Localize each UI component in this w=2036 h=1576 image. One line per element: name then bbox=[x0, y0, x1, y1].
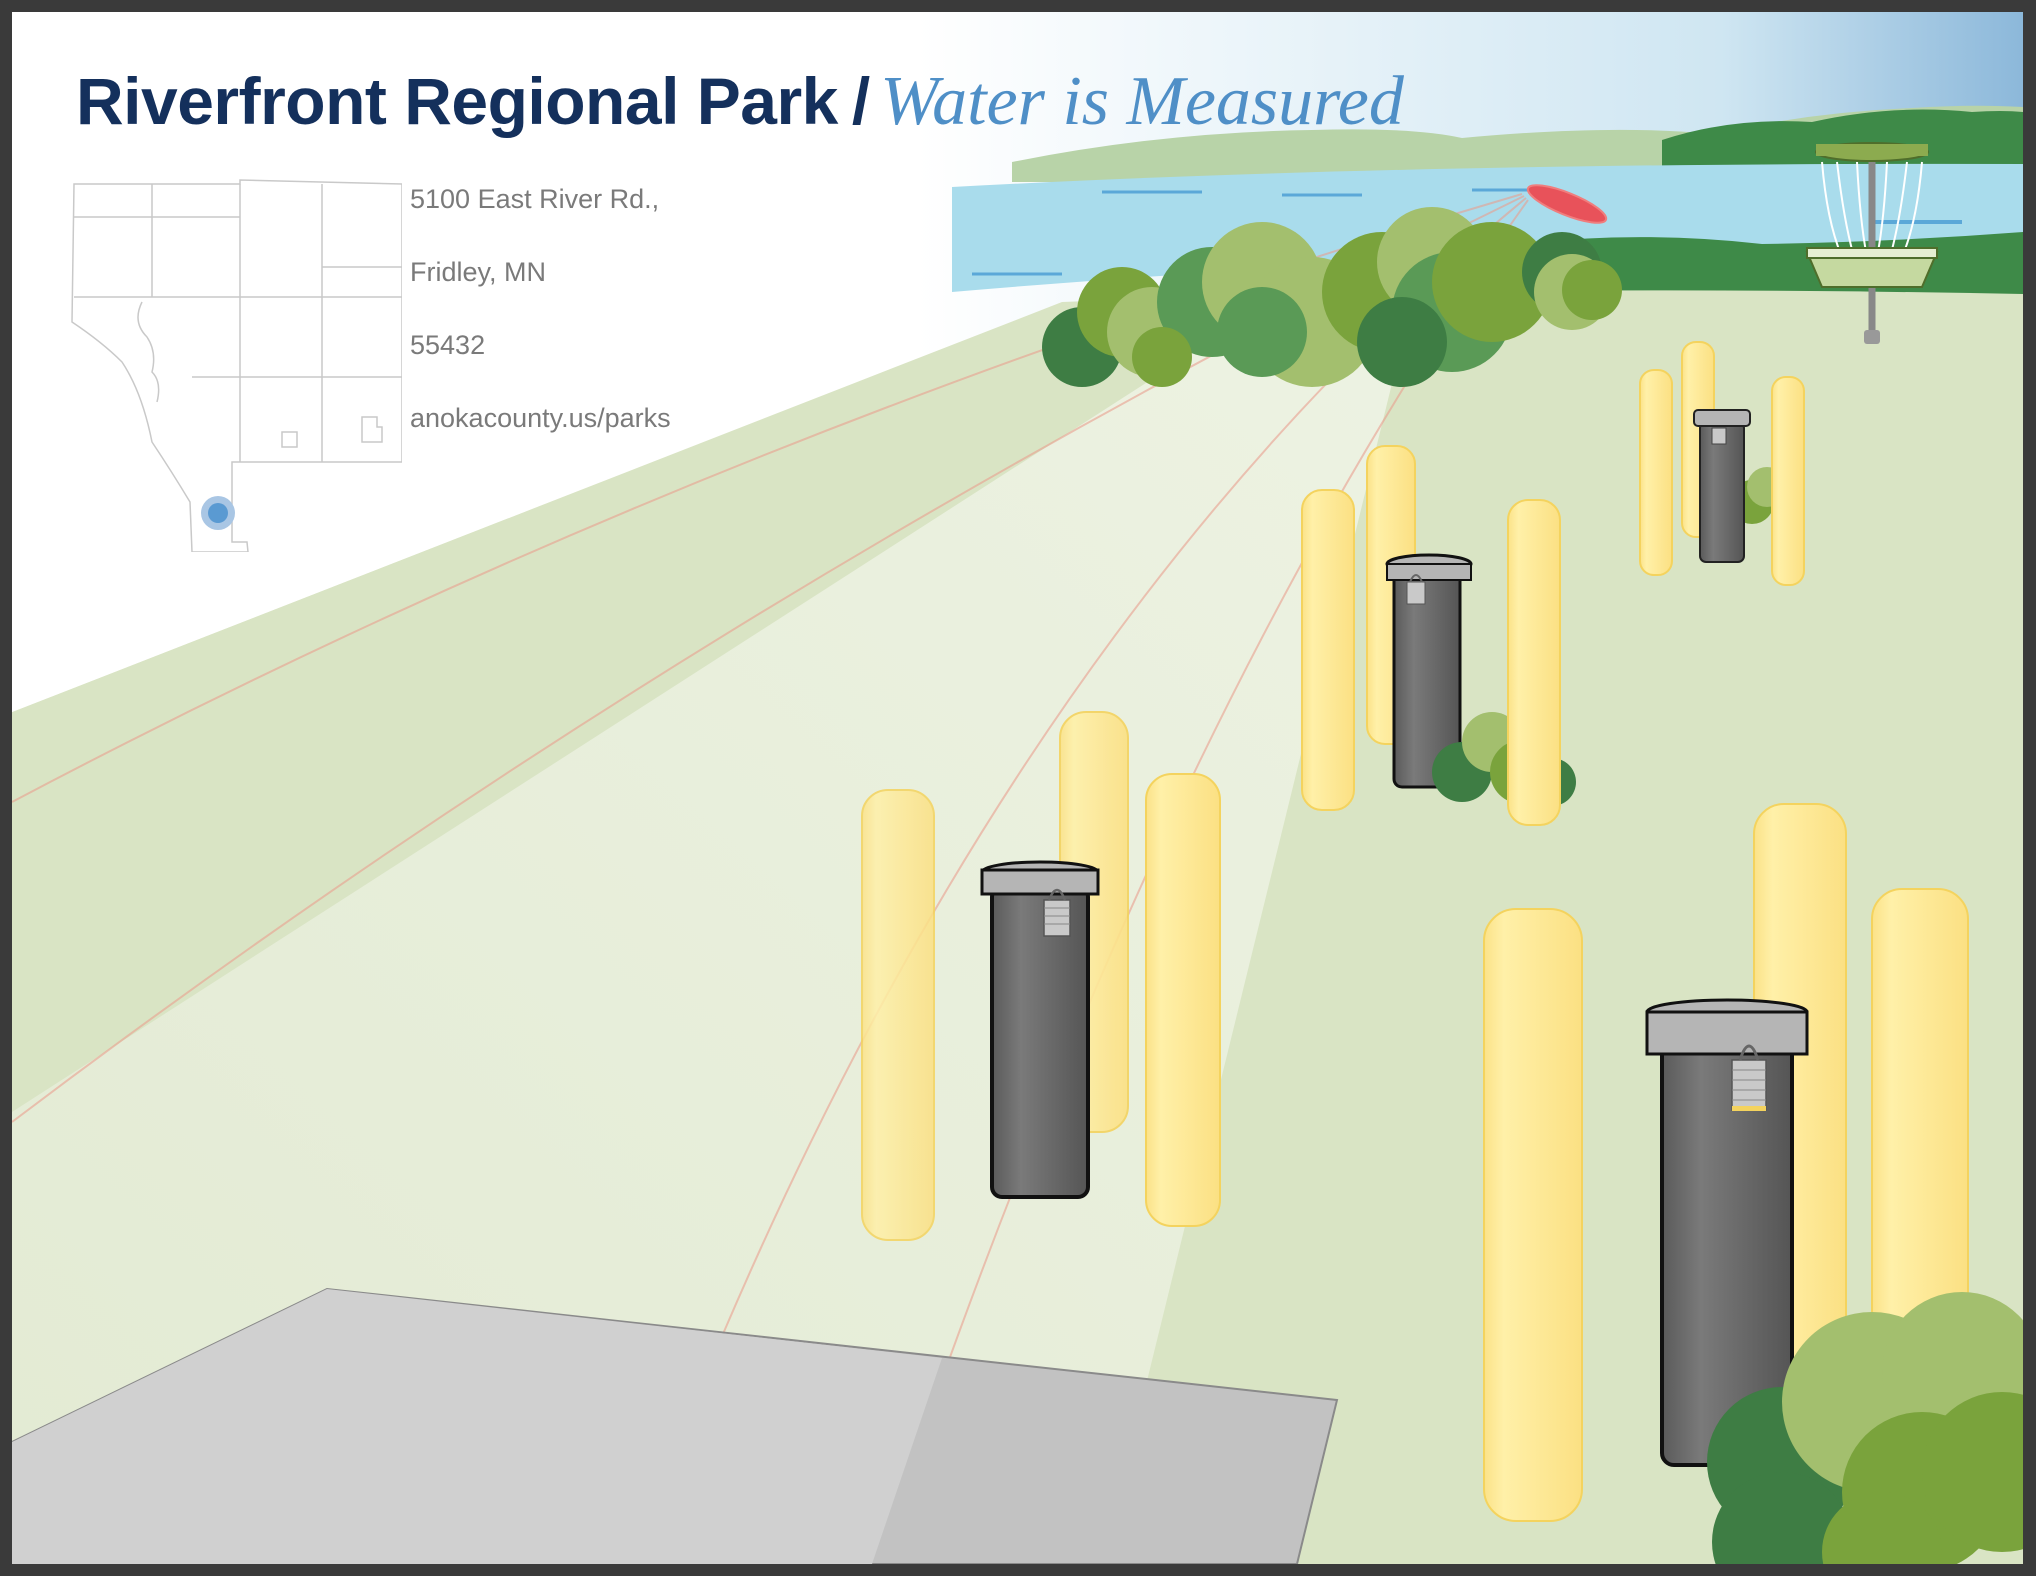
light-pillar bbox=[1301, 489, 1355, 811]
hole-group-far bbox=[1639, 341, 1805, 586]
fairway bbox=[12, 301, 1412, 1564]
light-pillar bbox=[1483, 908, 1583, 1522]
far-hills-dark bbox=[1662, 109, 2023, 172]
tree-line-far bbox=[1042, 207, 1622, 387]
light-pillar bbox=[1145, 773, 1221, 1227]
monitoring-well-post bbox=[1385, 553, 1473, 789]
bush-foreground bbox=[1707, 1292, 2023, 1564]
park-name: Riverfront Regional Park bbox=[76, 64, 838, 138]
street-address: 5100 East River Rd., bbox=[410, 184, 660, 214]
address-block: 5100 East River Rd., Fridley, MN 55432 a… bbox=[410, 184, 671, 476]
monitoring-well-post bbox=[980, 860, 1100, 1199]
poster: Riverfront Regional Park/Water is Measur… bbox=[12, 12, 2023, 1564]
monitoring-well-post bbox=[1645, 998, 1809, 1467]
zip-code: 55432 bbox=[410, 330, 486, 360]
parking-lot-light bbox=[12, 1289, 942, 1564]
park-illustration bbox=[12, 12, 2023, 1564]
website-link[interactable]: anokacounty.us/parks bbox=[410, 403, 671, 433]
padlock-icon bbox=[1406, 574, 1426, 605]
disc-golf-basket-icon bbox=[1805, 142, 1939, 344]
poster-subtitle: Water is Measured bbox=[880, 63, 1404, 140]
hole-group-middle bbox=[1301, 445, 1576, 826]
location-dot-icon bbox=[201, 496, 235, 530]
padlock-icon bbox=[1043, 888, 1071, 937]
monitoring-well-post bbox=[1693, 409, 1751, 563]
light-pillar bbox=[1771, 376, 1805, 586]
flying-disc-icon bbox=[1526, 184, 1608, 224]
light-pillar bbox=[861, 789, 935, 1241]
page-title: Riverfront Regional Park/Water is Measur… bbox=[76, 62, 1404, 142]
light-pillar bbox=[1507, 499, 1561, 826]
city-state: Fridley, MN bbox=[410, 257, 547, 287]
light-pillar bbox=[1639, 369, 1673, 576]
title-separator: / bbox=[851, 64, 871, 138]
haze bbox=[12, 162, 1062, 712]
padlock-icon bbox=[1731, 1044, 1767, 1111]
county-locator-map bbox=[71, 179, 402, 552]
hole-group-left bbox=[861, 711, 1221, 1241]
